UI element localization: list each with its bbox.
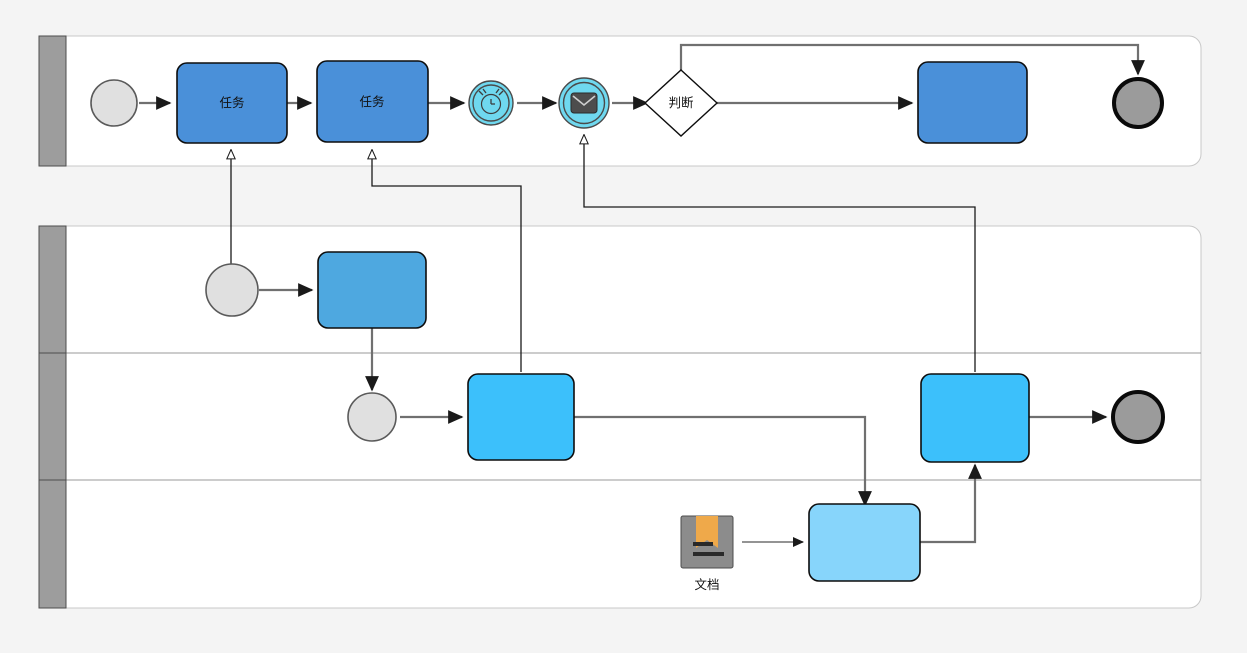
timer-event[interactable]	[468, 80, 514, 126]
message-event[interactable]	[558, 77, 610, 129]
gateway-label: 判断	[668, 95, 693, 110]
timer-clock-icon	[478, 88, 504, 115]
msgflow-tasklane2b-to-message-event[interactable]	[584, 135, 976, 372]
task-1[interactable]: 任务	[176, 62, 288, 144]
task-lane3[interactable]	[808, 503, 921, 582]
start-event-lane1[interactable]	[205, 263, 259, 317]
sequence-flows-top	[139, 43, 1145, 110]
task-2-box[interactable]	[316, 60, 429, 143]
task-lane1-box[interactable]	[317, 251, 427, 329]
lane-bottom-2-header-bar[interactable]	[38, 352, 67, 481]
flow-tasklane2a-to-tasklane3[interactable]	[574, 415, 872, 507]
flow-gateway-to-end[interactable]	[679, 43, 1145, 76]
task-lane3-box[interactable]	[808, 503, 921, 582]
envelope-icon	[570, 92, 598, 114]
end-event-top[interactable]	[1112, 77, 1164, 129]
task-1-box[interactable]	[176, 62, 288, 144]
task-lane2-b[interactable]	[920, 373, 1030, 463]
start-event-top[interactable]	[90, 79, 138, 127]
start-event-lane2[interactable]	[347, 392, 397, 442]
document-artifact[interactable]: 文档	[680, 515, 734, 592]
flow-tasklane3-to-tasklane2b[interactable]	[920, 463, 982, 544]
task-2-label: 任务	[359, 94, 384, 109]
end-event-lane2[interactable]	[1111, 390, 1165, 444]
task-lane1[interactable]	[317, 251, 427, 329]
task-3-box[interactable]	[917, 61, 1028, 144]
task-1-label: 任务	[219, 95, 244, 110]
task-lane2-b-box[interactable]	[920, 373, 1030, 463]
msgflow-tasklane2a-to-task2[interactable]	[372, 150, 522, 372]
sequence-flows-bottom	[259, 283, 1108, 544]
task-lane2-a-box[interactable]	[467, 373, 575, 461]
lane-bottom-1-header-bar[interactable]	[38, 225, 67, 354]
document-artifact-label: 文档	[694, 577, 719, 592]
gateway-decision[interactable]: 判断	[643, 69, 719, 137]
document-icon	[680, 515, 734, 569]
pool-top-header-bar[interactable]	[38, 35, 67, 167]
task-2[interactable]: 任务	[316, 60, 429, 143]
lane-bottom-3-header-bar[interactable]	[38, 479, 67, 609]
task-3[interactable]	[917, 61, 1028, 144]
task-lane2-a[interactable]	[467, 373, 575, 461]
